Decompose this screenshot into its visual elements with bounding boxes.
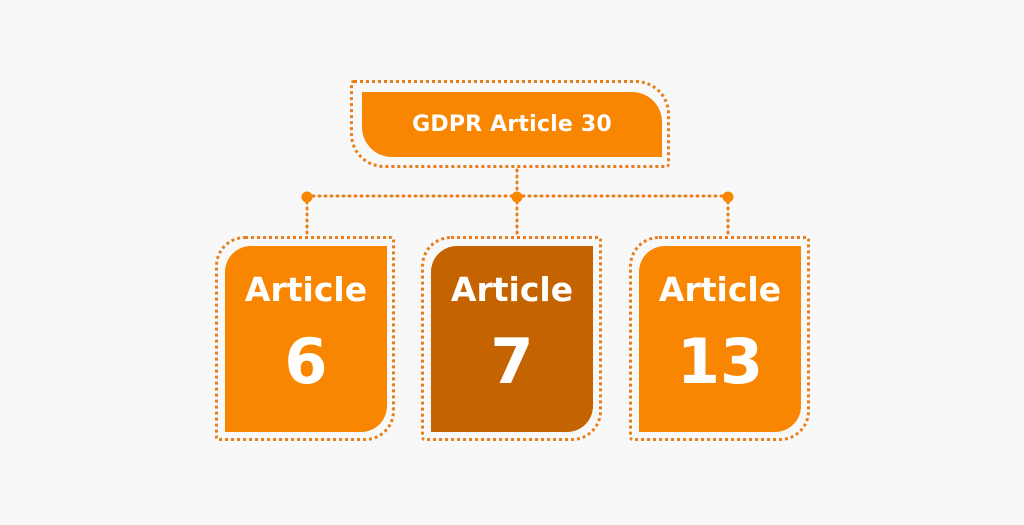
child-node-outline-left (215, 236, 395, 441)
child-node-label: Article (244, 270, 368, 309)
child-node-outline-right (629, 236, 810, 441)
root-node-outline (350, 80, 670, 168)
child-node-outline-middle (421, 236, 602, 441)
child-node-label: Article (658, 270, 782, 309)
child-node-number: 13 (676, 325, 764, 398)
connector-dot-right (722, 191, 734, 203)
root-node: GDPR Article 30 (362, 92, 662, 157)
connector-dot-left (301, 191, 313, 203)
root-node-label: GDPR Article 30 (412, 112, 612, 137)
child-node-right: Article 13 (639, 246, 801, 432)
child-node-middle: Article 7 (431, 246, 593, 432)
connector-dot-middle (511, 191, 523, 203)
child-node-number: 7 (490, 325, 534, 398)
child-node-number: 6 (284, 325, 328, 398)
child-node-left: Article 6 (225, 246, 387, 432)
child-node-label: Article (450, 270, 574, 309)
